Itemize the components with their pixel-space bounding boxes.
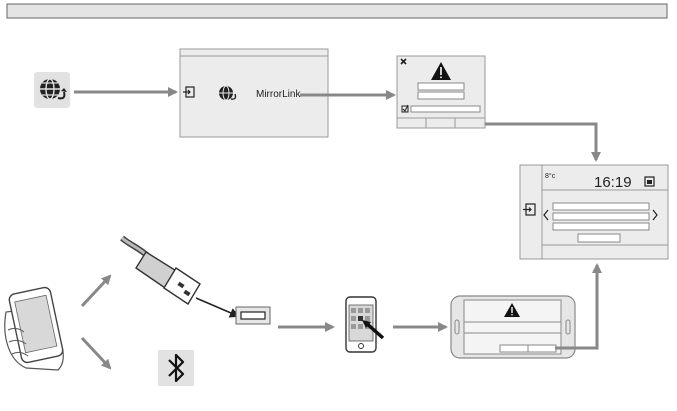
flow-arrow bbox=[555, 263, 602, 350]
phone-warning-screen bbox=[450, 295, 576, 359]
warning-dialog-screen bbox=[396, 55, 486, 129]
warning-icon bbox=[431, 62, 451, 80]
close-icon bbox=[400, 58, 407, 65]
bluetooth-icon bbox=[158, 350, 194, 386]
usb-plug-icon bbox=[120, 235, 201, 305]
connect-menu-screen: MirrorLink bbox=[179, 48, 329, 138]
globe-app-icon bbox=[34, 72, 70, 108]
mirrorlink-label: MirrorLink bbox=[256, 89, 301, 100]
checkbox-icon bbox=[401, 104, 409, 113]
temperature-readout: 8°c bbox=[545, 172, 556, 180]
input-source-icon bbox=[523, 203, 536, 216]
list-row bbox=[552, 202, 650, 211]
flow-arrow bbox=[80, 274, 112, 308]
main-display-screen: 8°c 16:19 bbox=[519, 164, 669, 260]
phone-app-icon bbox=[345, 296, 385, 353]
chevron-left-icon bbox=[543, 209, 549, 221]
button-outline bbox=[577, 233, 621, 243]
usb-port-icon bbox=[235, 306, 271, 325]
dialog-line bbox=[417, 91, 465, 100]
list-row bbox=[552, 212, 650, 221]
clock-time: 16:19 bbox=[594, 174, 632, 191]
pointer-arrow bbox=[195, 297, 240, 318]
dialog-line bbox=[417, 82, 465, 91]
flow-arrow bbox=[80, 336, 112, 370]
calendar-icon bbox=[644, 176, 655, 187]
flow-arrow bbox=[485, 122, 601, 162]
chevron-right-icon bbox=[652, 209, 658, 221]
globe-icon bbox=[219, 85, 237, 101]
hand-with-phone-icon bbox=[4, 286, 64, 371]
header-bar bbox=[6, 3, 668, 19]
list-row bbox=[552, 222, 650, 231]
dialog-line bbox=[410, 105, 481, 113]
input-source-icon bbox=[183, 86, 195, 98]
warning-icon bbox=[504, 303, 520, 317]
